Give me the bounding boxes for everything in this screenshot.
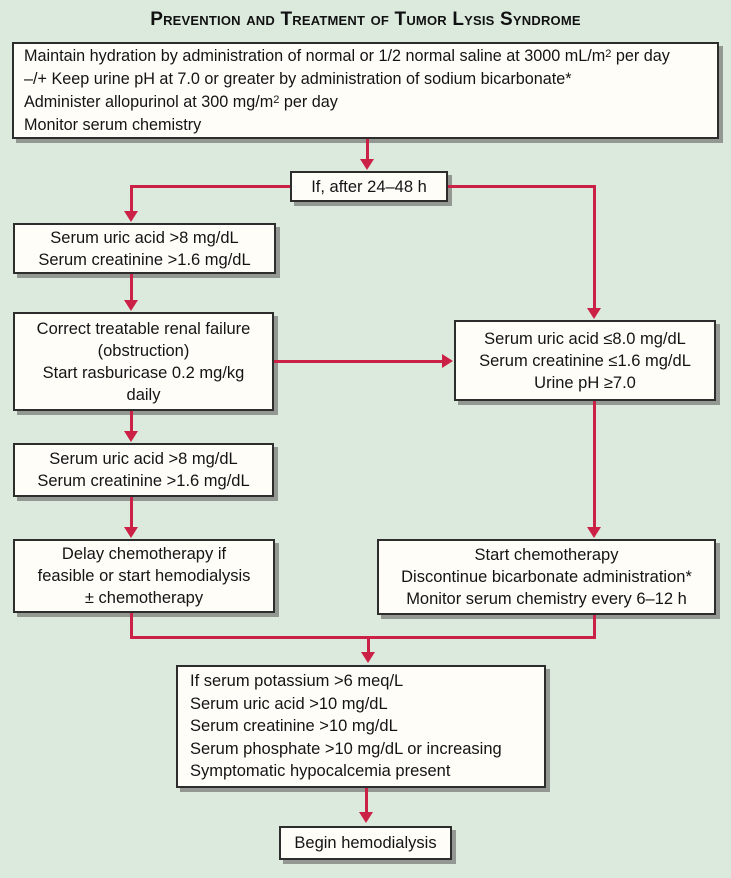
text-line: (obstruction) — [97, 341, 190, 360]
text-segment: per day — [611, 46, 670, 65]
text-line: Serum uric acid >10 mg/dL — [190, 694, 388, 713]
text-line: Start chemotherapy — [474, 546, 619, 564]
text-line: Urine pH ≥7.0 — [534, 373, 636, 392]
arrowhead-down — [124, 527, 138, 538]
text-line: If, after 24–48 h — [311, 177, 427, 196]
flow-line-right-1 — [593, 185, 596, 309]
flow-line-merge — [130, 636, 596, 639]
text-line: Serum creatinine ≤1.6 mg/dL — [479, 351, 691, 370]
text-line: If serum potassium >6 meq/L — [190, 672, 404, 691]
text-line: Maintain hydration by administration of … — [24, 45, 717, 68]
arrowhead-down — [587, 527, 601, 538]
text-line: Start rasburicase 0.2 mg/kg — [42, 363, 245, 382]
flow-line-left-1 — [130, 185, 133, 212]
arrowhead-down — [587, 308, 601, 319]
text-line: daily — [126, 385, 161, 404]
arrowhead-down — [361, 652, 375, 663]
superscript: 2 — [273, 93, 280, 106]
text-line: Monitor serum chemistry — [24, 115, 202, 134]
flow-line-cross-right — [274, 360, 442, 363]
text-line: Discontinue bicarbonate administration* — [401, 568, 692, 586]
flow-line-branch-right — [448, 185, 596, 188]
flow-line-left-3 — [130, 411, 133, 432]
text-line: Serum uric acid >8 mg/dL — [49, 450, 238, 468]
text-segment: per day — [279, 92, 338, 111]
text-line: –/+ Keep urine pH at 7.0 or greater by a… — [24, 69, 572, 88]
text-line: Serum uric acid >8 mg/dL — [50, 228, 239, 247]
flow-line-bottom-down — [365, 788, 368, 813]
text-segment: Administer allopurinol at 300 mg/m — [24, 92, 274, 111]
text-line: Serum uric acid ≤8.0 mg/dL — [484, 329, 686, 348]
box-high-uric-acid-1: Serum uric acid >8 mg/dL Serum creatinin… — [13, 223, 276, 274]
box-hemodialysis-criteria: If serum potassium >6 meq/L Serum uric a… — [176, 665, 546, 788]
text-line: Correct treatable renal failure — [36, 319, 251, 338]
text-line: Serum creatinine >10 mg/dL — [190, 717, 398, 736]
page-title: Prevention and Treatment of Tumor Lysis … — [150, 9, 581, 30]
flow-line-merge-down — [367, 636, 370, 653]
text-line: Administer allopurinol at 300 mg/m2 per … — [24, 91, 717, 114]
arrowhead-down — [360, 159, 374, 170]
text-line: ± chemotherapy — [84, 589, 204, 607]
superscript: 2 — [605, 47, 612, 60]
text-line: feasible or start hemodialysis — [37, 567, 251, 585]
box-normal-labs: Serum uric acid ≤8.0 mg/dL Serum creatin… — [454, 320, 716, 401]
arrowhead-down — [124, 431, 138, 442]
arrowhead-down — [124, 300, 138, 311]
flow-line-branch-left — [131, 185, 290, 188]
flow-line-right-2 — [593, 401, 596, 528]
text-line: Begin hemodialysis — [294, 834, 437, 852]
box-if-after-24-48h: If, after 24–48 h — [290, 171, 448, 202]
text-line: Delay chemotherapy if — [61, 545, 227, 563]
flow-line-left-4 — [130, 497, 133, 528]
arrowhead-down — [359, 812, 373, 823]
text-line: Serum creatinine >1.6 mg/dL — [38, 250, 251, 269]
text-line: Monitor serum chemistry every 6–12 h — [406, 590, 687, 608]
flow-line-left-2 — [130, 274, 133, 301]
arrowhead-down — [124, 211, 138, 222]
box-delay-chemotherapy: Delay chemotherapy if feasible or start … — [13, 539, 275, 613]
flow-line-right-3 — [593, 615, 596, 639]
text-line: Symptomatic hypocalcemia present — [190, 762, 451, 781]
box-high-uric-acid-2: Serum uric acid >8 mg/dL Serum creatinin… — [13, 443, 274, 497]
text-line: Serum phosphate >10 mg/dL or increasing — [190, 739, 502, 758]
text-segment: Maintain hydration by administration of … — [24, 46, 606, 65]
flow-line-left-5 — [130, 613, 133, 639]
box-start-chemotherapy: Start chemotherapy Discontinue bicarbona… — [377, 539, 716, 615]
box-begin-hemodialysis: Begin hemodialysis — [279, 826, 452, 860]
box-hydration-protocol: Maintain hydration by administration of … — [12, 42, 719, 139]
text-line: Serum creatinine >1.6 mg/dL — [37, 472, 250, 490]
box-correct-renal-failure: Correct treatable renal failure (obstruc… — [13, 312, 274, 411]
arrowhead-right — [442, 354, 453, 368]
flow-line-top-down — [366, 139, 369, 160]
